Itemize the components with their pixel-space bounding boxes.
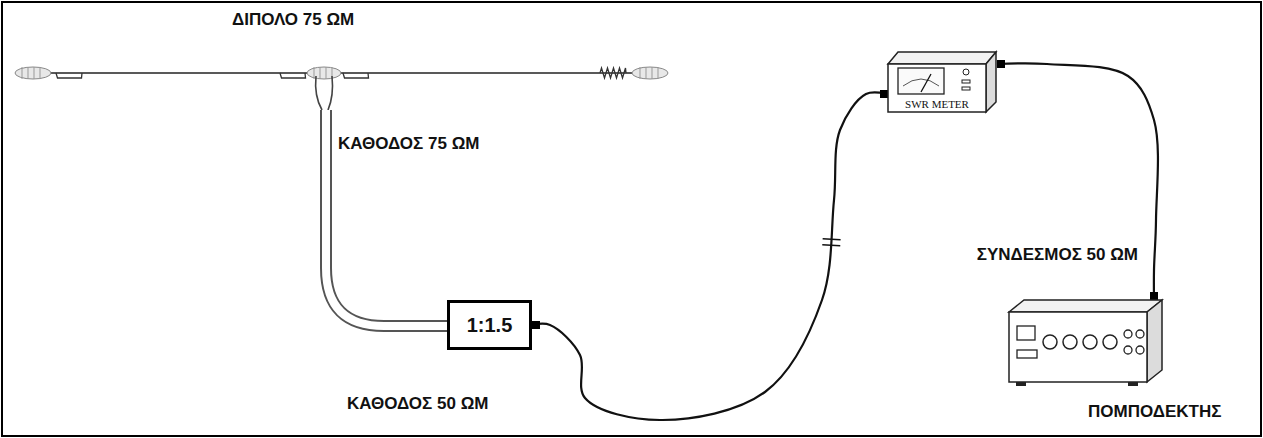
transceiver: ΠΟΜΠΟΔΕΚΤΗΣ — [1004, 290, 1164, 390]
coax-plug — [1150, 292, 1158, 300]
node-label: SWR METER — [889, 98, 985, 110]
insulator — [307, 67, 341, 79]
spring — [56, 68, 626, 78]
node-label: 1:1.5 — [467, 314, 513, 337]
transceiver-drawing — [1004, 290, 1164, 390]
antenna-label: ΔΙΠΟΛΟ 75 ΩΜ — [230, 10, 356, 30]
cable-break-mark — [822, 239, 840, 246]
cable-label: ΚΑΘΟΔΟΣ 50 ΩΜ — [345, 394, 490, 414]
insulator — [15, 67, 51, 79]
connector-layer — [532, 60, 1158, 420]
cable-label: ΣΥΝΔΕΣΜΟΣ 50 ΩΜ — [975, 245, 1140, 265]
coax-cable — [532, 92, 888, 420]
balun-box: 1:1.5 — [447, 300, 532, 350]
coax-plug — [532, 321, 540, 329]
cable-label: ΚΑΘΟΔΟΣ 75 ΩΜ — [336, 134, 481, 154]
coax-plug — [997, 60, 1005, 68]
node-label: ΠΟΜΠΟΔΕΚΤΗΣ — [1088, 402, 1221, 422]
insulator — [632, 67, 668, 79]
dipole-antenna — [15, 67, 668, 110]
coax-plug — [880, 90, 888, 98]
feed-wire — [316, 76, 333, 110]
swr-meter: SWR METER — [878, 46, 1003, 114]
